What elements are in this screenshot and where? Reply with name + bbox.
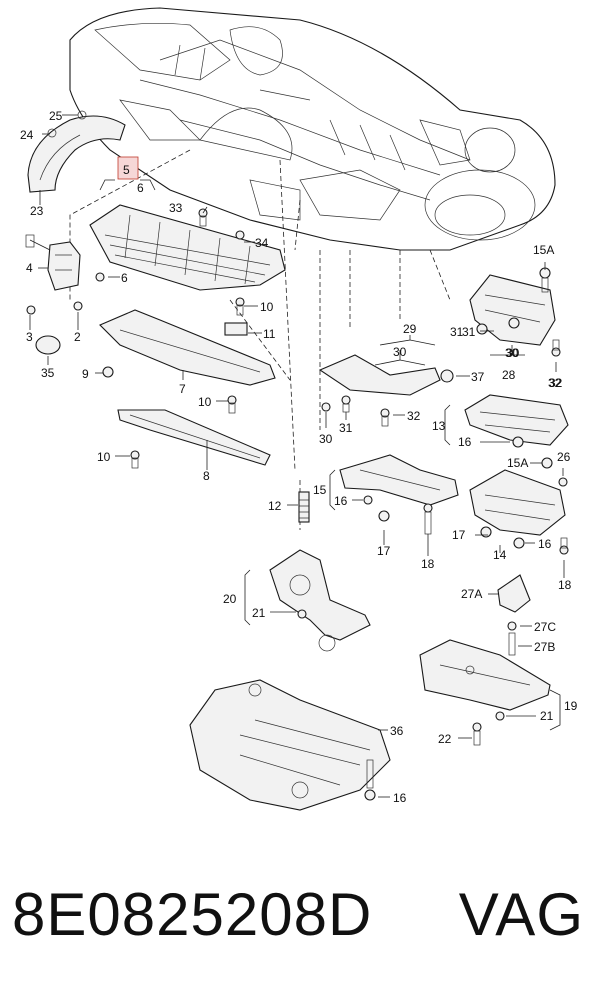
callout-label: 6 — [137, 181, 144, 195]
skid-plate-36 — [189, 679, 391, 811]
callout-label: 11 — [263, 327, 276, 341]
callout-label: 8 — [203, 469, 210, 483]
callout-label: 32 — [548, 376, 562, 390]
callout-label: 29 — [403, 322, 417, 336]
callout-label: 32 — [549, 376, 563, 390]
footer: 8E0825208D VAG — [0, 860, 600, 970]
callout-label: 21 — [540, 709, 554, 723]
callout-label: 19 — [564, 699, 578, 713]
callout-label: 36 — [390, 724, 404, 738]
callout-label: 10 — [97, 450, 111, 464]
under-panel-6 — [89, 204, 286, 291]
callout-label: 35 — [41, 366, 55, 380]
callout-label: 16 — [393, 791, 407, 805]
callout-label: 30 — [506, 346, 520, 360]
callout-label: 21 — [252, 606, 266, 620]
callout-label: 10 — [260, 300, 274, 314]
leader-lines — [29, 114, 565, 798]
callout-label: 16 — [538, 537, 552, 551]
callout-label: 16 — [334, 494, 348, 508]
panel-19 — [419, 639, 551, 746]
callout-label: 14 — [493, 548, 507, 562]
bracket-20 — [269, 549, 371, 652]
callout-label: 17 — [452, 528, 466, 542]
panel-15 — [339, 454, 459, 535]
callout-label: 16 — [458, 435, 472, 449]
callout-label: 12 — [268, 499, 282, 513]
parts-diagram: 25 24 23 5 6 33 34 4 6 10 11 3 2 35 9 7 … — [20, 7, 578, 811]
callout-label: 27A — [461, 587, 482, 601]
highlight-box — [117, 156, 139, 180]
under-panel-7 — [99, 309, 276, 386]
callout-label: 2 — [74, 330, 81, 344]
vehicle-underbody — [69, 7, 556, 251]
panel-28 — [469, 267, 561, 357]
callout-label: 18 — [421, 557, 435, 571]
callout-label: 23 — [30, 204, 44, 218]
callout-label: 7 — [179, 382, 186, 396]
callout-label-highlighted: 5 — [123, 163, 130, 177]
callout-label: 34 — [255, 236, 269, 250]
callout-label: 33 — [169, 201, 183, 215]
callout-label: 15A — [507, 456, 528, 470]
callout-label: 17 — [377, 544, 391, 558]
callout-label: 20 — [223, 592, 237, 606]
callout-labels: 25 24 23 5 6 33 34 4 6 10 11 3 2 35 9 7 … — [20, 109, 578, 805]
bracket-27A — [497, 574, 531, 656]
callout-label: 30 — [505, 346, 519, 360]
callout-label: 28 — [502, 368, 516, 382]
callout-label: 31 — [339, 421, 353, 435]
callout-label: 30 — [393, 345, 407, 359]
wheel-arch-liner-23 — [27, 110, 126, 193]
callout-label: 30 — [319, 432, 333, 446]
callout-label: 22 — [438, 732, 452, 746]
underbody-exploded-view: 25 24 23 5 6 33 34 4 6 10 11 3 2 35 9 7 … — [20, 7, 578, 811]
callout-label: 31 — [450, 325, 464, 339]
callout-label: 25 — [49, 109, 63, 123]
part-number: 8E0825208D — [12, 881, 373, 948]
callout-label: 31 — [462, 325, 476, 339]
callout-label: 24 — [20, 128, 34, 142]
callout-label: 18 — [558, 578, 572, 592]
callout-label: 26 — [557, 450, 571, 464]
callout-label: 9 — [82, 367, 89, 381]
callout-label: 37 — [471, 370, 485, 384]
callout-label: 32 — [407, 409, 421, 423]
bolt-12 — [298, 491, 310, 523]
callout-label: 10 — [198, 395, 212, 409]
brand-name: VAG — [458, 881, 584, 948]
callout-label: 27C — [534, 620, 556, 634]
callout-label: 13 — [432, 419, 446, 433]
callout-label: 15 — [313, 483, 327, 497]
panel-13 — [464, 394, 569, 448]
callout-label: 4 — [26, 261, 33, 275]
callout-label: 6 — [121, 271, 128, 285]
callout-label: 15A — [533, 243, 554, 257]
callout-label: 3 — [26, 330, 33, 344]
panel-14 — [469, 457, 569, 555]
bracket-29 — [318, 354, 454, 427]
under-panel-8 — [117, 208, 271, 469]
callout-label: 27B — [534, 640, 555, 654]
bracket-4 — [25, 234, 105, 355]
